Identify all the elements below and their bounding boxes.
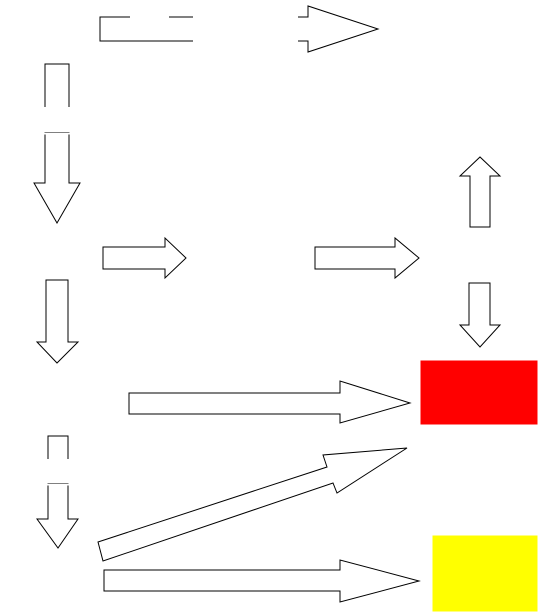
long-arrow-to-red bbox=[128, 380, 412, 424]
middle-arrow-b bbox=[314, 236, 420, 280]
left-arrow-2 bbox=[35, 279, 80, 364]
red-box bbox=[420, 360, 538, 425]
top-elbow-arrow bbox=[99, 5, 380, 53]
middle-arrow-a bbox=[102, 236, 187, 280]
left-arrow-3 bbox=[36, 435, 79, 549]
right-arrow-up bbox=[458, 156, 502, 228]
right-arrow-down bbox=[458, 282, 502, 348]
yellow-box bbox=[432, 535, 538, 612]
long-arrow-to-yellow bbox=[103, 559, 421, 603]
diagonal-arrow bbox=[97, 447, 408, 562]
left-arrow-1 bbox=[33, 63, 81, 225]
